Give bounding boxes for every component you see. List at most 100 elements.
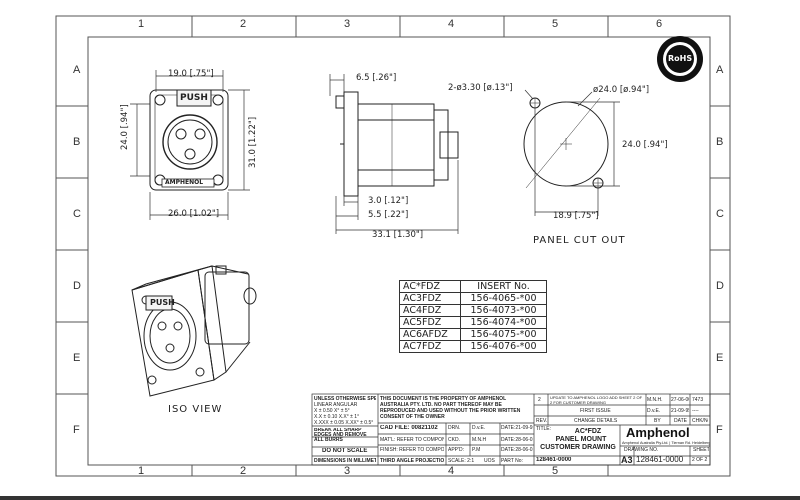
part-no-label: PART No: <box>501 458 523 464</box>
row-label-b: B <box>73 136 81 148</box>
bottom-bar <box>0 496 800 500</box>
column-label-4-bottom: 4 <box>448 465 455 477</box>
side-dim-a: 3.0 [.12"] <box>368 196 409 206</box>
side-dim-b: 5.5 [.22"] <box>368 210 409 220</box>
brand-label: AMPHENOL <box>165 179 204 186</box>
front-view-connector <box>149 89 229 191</box>
sheet-label: SHEET <box>693 447 709 453</box>
rev-2-date: 27-06-00 <box>671 397 689 403</box>
chk-no-label: CHK/No. <box>692 418 708 424</box>
iso-view-connector <box>131 265 257 397</box>
dimensions-note: DIMENSIONS IN MILLIMETRES <box>314 458 376 464</box>
panel-cutout-drawing <box>523 97 609 189</box>
row-label-d-right: D <box>716 280 724 292</box>
row-label-c-right: C <box>716 208 724 220</box>
column-label-3: 3 <box>344 18 351 30</box>
row-label-e-right: E <box>716 352 724 364</box>
cad-file: CAD FILE: 00821102 <box>380 425 438 431</box>
checked-by: M.N.H <box>472 437 487 443</box>
material: MAT'L: REFER TO COMPONENT <box>380 437 444 443</box>
insert-number: 156-4065-*00 <box>460 292 547 305</box>
change-details-label: CHANGE DETAILS <box>574 418 618 424</box>
rev-1-date: 21-09-95 <box>671 408 689 414</box>
tolerance-linear-angular: LINEAR ANGULAR <box>314 402 358 408</box>
tolerance-xx: X.X ± 0.10 X.X° ± 1° <box>314 414 360 420</box>
column-label-5-bottom: 5 <box>552 465 559 477</box>
dim-height-left: 24.0 [.94"] <box>120 104 130 150</box>
rev-2-by: M.N.H. <box>647 397 663 403</box>
side-view-connector <box>335 91 459 197</box>
row-label-f-right: F <box>716 424 723 436</box>
approved-date: DATE:28-06-02 <box>501 447 533 453</box>
insert-model: AC6AFDZ <box>399 328 461 341</box>
tolerance-xxx: X.XXX ± 0.05 X.XX° ± 0.5° <box>314 420 374 426</box>
rev-2-number: 2 <box>538 397 541 403</box>
third-angle-note: THIRD ANGLE PROJECTION <box>380 458 444 464</box>
property-note: THIS DOCUMENT IS THE PROPERTY OF AMPHENO… <box>380 396 521 420</box>
side-dim-c: 33.1 [1.30"] <box>372 230 424 240</box>
iso-view-label: ISO VIEW <box>168 404 223 415</box>
column-label-1: 1 <box>138 18 145 30</box>
rev-2-description: UPDATE TO AMPHENOL LOGO ADD SHEET 2 OF 2… <box>550 396 643 405</box>
panel-cutout-label: PANEL CUT OUT <box>533 235 626 246</box>
by-label: BY <box>654 418 661 424</box>
insert-table: AC*FDZ INSERT No. AC3FDZ 156-4065-*00 AC… <box>399 280 547 353</box>
approved-by: P.M <box>472 447 481 453</box>
drawn-label: DRN. <box>448 425 461 431</box>
do-not-scale: DO NOT SCALE <box>322 448 368 454</box>
row-label-a-right: A <box>716 64 724 76</box>
insert-number: 156-4075-*00 <box>460 328 547 341</box>
drawn-by: D.v.E. <box>472 425 486 431</box>
rev-label: REV. <box>536 418 548 424</box>
column-label-2-bottom: 2 <box>240 465 247 477</box>
insert-number: 156-4073-*00 <box>460 304 547 317</box>
dim-width-bottom: 26.0 [1.02"] <box>168 209 220 219</box>
insert-model: AC4FDZ <box>399 304 461 317</box>
insert-model: AC7FDZ <box>399 340 461 353</box>
table-row: AC6AFDZ 156-4075-*00 <box>399 328 547 341</box>
push-label: PUSH <box>180 93 208 103</box>
checked-date: DATE:28-06-02 <box>501 437 533 443</box>
insert-model: AC3FDZ <box>399 292 461 305</box>
drawing-title-2: PANEL MOUNT <box>555 436 607 443</box>
insert-table-header-model: AC*FDZ <box>399 280 461 293</box>
column-label-1-bottom: 1 <box>138 465 145 477</box>
sheet-number: 2 OF 2 <box>692 457 708 463</box>
rev-1-chk: ---- <box>692 408 699 414</box>
column-label-2: 2 <box>240 18 247 30</box>
dim-height-right: 31.0 [1.22"] <box>248 116 258 168</box>
iso-push-label: PUSH <box>150 298 175 307</box>
side-dim-top: 6.5 [.26"] <box>356 73 397 83</box>
rev-1-by: D.v.E. <box>647 408 661 414</box>
column-label-4: 4 <box>448 18 455 30</box>
row-label-f: F <box>73 424 80 436</box>
cutout-holes-dim: 2-ø3.30 [ø.13"] <box>448 83 513 93</box>
title-block-grid <box>311 393 711 466</box>
insert-number: 156-4074-*00 <box>460 316 547 329</box>
tolerance-x: X ± 0.50 X° ± 5° <box>314 408 350 414</box>
uos: UOS <box>484 458 495 464</box>
tolerance-note: UNLESS OTHERWISE SPECIFIED TOLERANCE TO … <box>314 396 376 402</box>
amphenol-logo: Amphenol <box>626 425 690 440</box>
column-label-5: 5 <box>552 18 559 30</box>
insert-number: 156-4076-*00 <box>460 340 547 353</box>
panel-cutout-dimensions <box>524 89 620 216</box>
finish: FINISH: REFER TO COMPONENT <box>380 447 444 453</box>
cutout-spacing-dim: 18.9 [.75"] <box>553 211 599 221</box>
insert-model: AC5FDZ <box>399 316 461 329</box>
rohs-badge-label: RoHS <box>668 54 693 63</box>
company-address: Amphenol Australia Pty.Ltd. | Tiernan Rd… <box>622 441 710 445</box>
table-row: AC5FDZ 156-4074-*00 <box>399 316 547 329</box>
column-label-3-bottom: 3 <box>344 465 351 477</box>
drawn-date: DATE:21-09-95 <box>501 425 533 431</box>
insert-table-header: AC*FDZ INSERT No. <box>399 280 547 293</box>
column-label-6: 6 <box>656 18 663 30</box>
row-label-b-right: B <box>716 136 724 148</box>
row-label-d: D <box>73 280 81 292</box>
table-row: AC3FDZ 156-4065-*00 <box>399 292 547 305</box>
outer-frame <box>55 15 731 477</box>
rev-1-description: FIRST ISSUE <box>580 408 611 414</box>
date-label: DATE <box>674 418 687 424</box>
scale: SCALE: 2:1 <box>448 458 475 464</box>
